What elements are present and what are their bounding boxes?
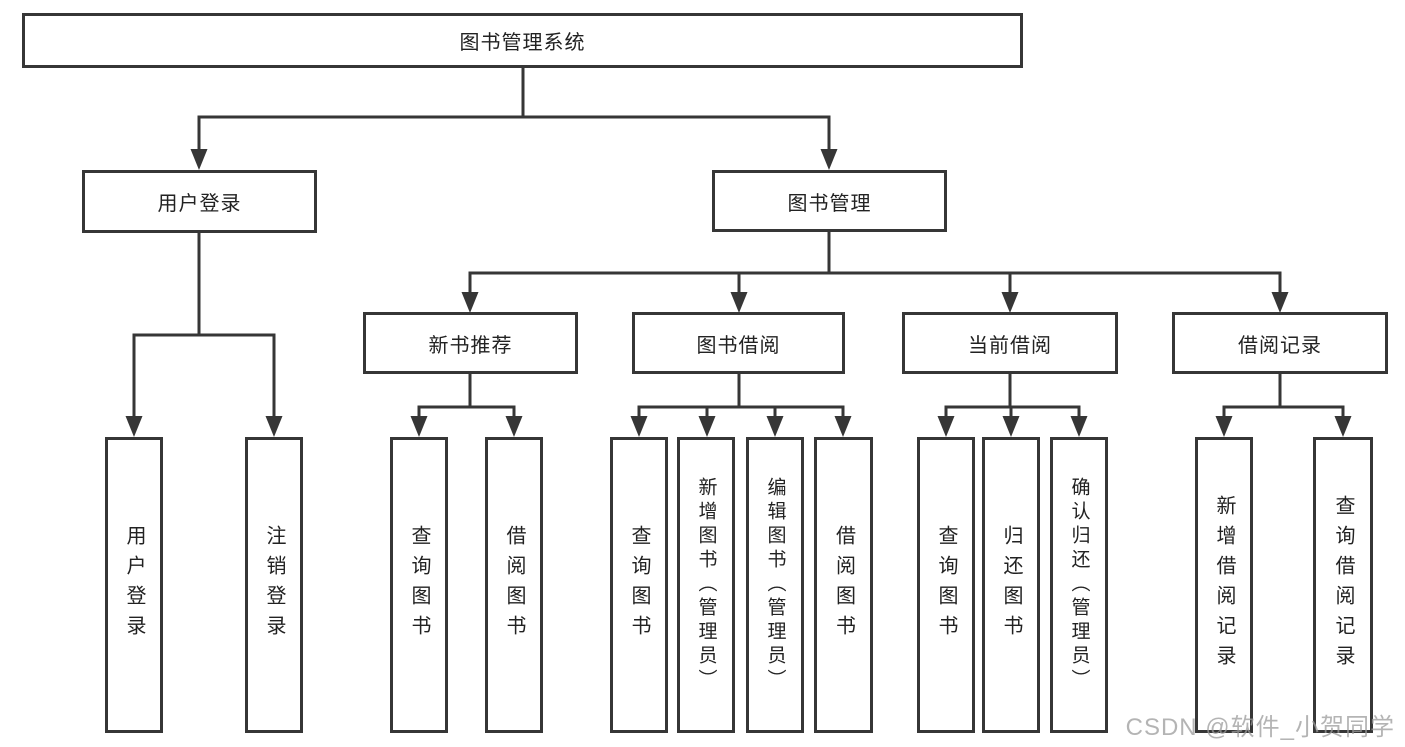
node-new-book-recommendation: 新书推荐 <box>363 312 578 374</box>
leaf-user-login: 用户登录 <box>105 437 163 733</box>
leaf-query-books-1: 查询图书 <box>390 437 448 733</box>
leaf-add-borrow-record: 新增借阅记录 <box>1195 437 1253 733</box>
leaf-return-book: 归还图书 <box>982 437 1040 733</box>
leaf-query-books-3: 查询图书 <box>917 437 975 733</box>
node-book-management: 图书管理 <box>712 170 947 232</box>
leaf-query-books-2: 查询图书 <box>610 437 668 733</box>
node-user-login: 用户登录 <box>82 170 317 233</box>
node-library-system: 图书管理系统 <box>22 13 1023 68</box>
node-book-borrowing: 图书借阅 <box>632 312 845 374</box>
node-current-borrowing: 当前借阅 <box>902 312 1118 374</box>
leaf-edit-book-admin: 编辑图书（管理员） <box>746 437 804 733</box>
node-borrowing-records: 借阅记录 <box>1172 312 1388 374</box>
leaf-borrow-books-2: 借阅图书 <box>814 437 873 733</box>
leaf-confirm-return-admin: 确认归还（管理员） <box>1050 437 1108 733</box>
leaf-query-borrow-record: 查询借阅记录 <box>1313 437 1373 733</box>
leaf-logout: 注销登录 <box>245 437 303 733</box>
leaf-add-book-admin: 新增图书（管理员） <box>677 437 735 733</box>
leaf-borrow-books-1: 借阅图书 <box>485 437 543 733</box>
